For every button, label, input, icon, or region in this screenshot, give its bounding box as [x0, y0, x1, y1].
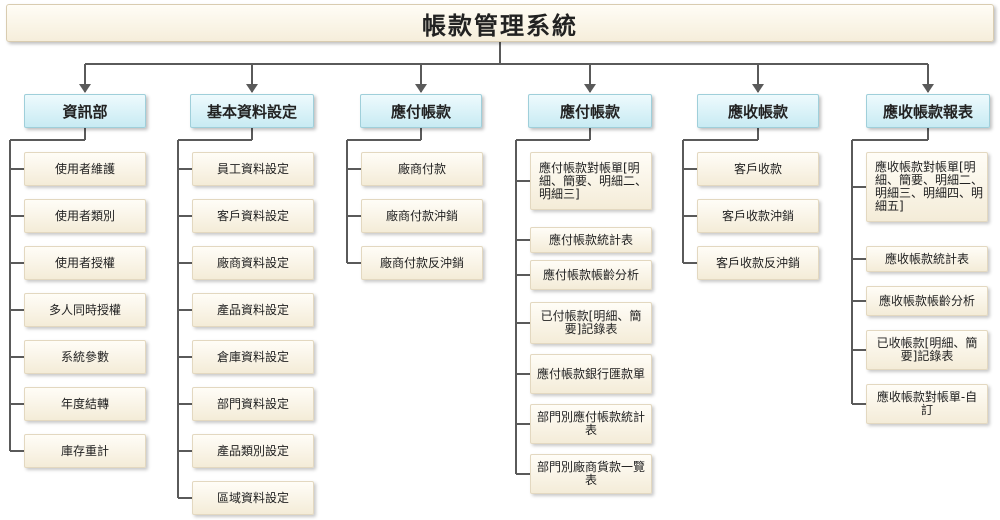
diagram-title: 帳款管理系統: [6, 4, 994, 42]
arrow-head: [584, 84, 596, 93]
function-item: 使用者授權: [24, 246, 146, 280]
column-header: 應收帳款報表: [866, 94, 990, 128]
function-item: 廠商付款反沖銷: [361, 246, 483, 280]
function-item: 應付帳款帳齡分析: [530, 260, 652, 290]
function-item: 應付帳款統計表: [530, 227, 652, 253]
function-item: 已付帳款[明細、簡要]記錄表: [530, 302, 652, 344]
arrow-head: [922, 84, 934, 93]
column-header: 應付帳款: [360, 94, 482, 128]
function-item: 倉庫資料設定: [192, 340, 314, 374]
arrow-head: [752, 84, 764, 93]
function-item: 部門資料設定: [192, 387, 314, 421]
function-item: 庫存重計: [24, 434, 146, 468]
arrow-head: [79, 84, 91, 93]
function-item: 廠商付款: [361, 152, 483, 186]
function-item: 使用者類別: [24, 199, 146, 233]
column-header: 基本資料設定: [190, 94, 314, 128]
function-item: 應收帳款統計表: [866, 246, 988, 272]
function-item: 年度結轉: [24, 387, 146, 421]
function-item: 產品類別設定: [192, 434, 314, 468]
function-item: 應收帳款帳齡分析: [866, 286, 988, 316]
function-item: 員工資料設定: [192, 152, 314, 186]
function-item: 部門別應付帳款統計表: [530, 404, 652, 444]
function-item: 廠商付款沖銷: [361, 199, 483, 233]
arrow-head: [246, 84, 258, 93]
function-item: 客戶收款沖銷: [697, 199, 819, 233]
function-item: 已收帳款[明細、簡要]記錄表: [866, 330, 988, 370]
function-item: 系統參數: [24, 340, 146, 374]
function-item: 應收帳款對帳單-自訂: [866, 384, 988, 424]
function-item: 客戶收款反沖銷: [697, 246, 819, 280]
function-item: 客戶收款: [697, 152, 819, 186]
function-item: 應付帳款對帳單[明細、簡要、明細二、明細三]: [530, 152, 652, 210]
function-item: 產品資料設定: [192, 293, 314, 327]
function-item: 區域資料設定: [192, 481, 314, 515]
function-item: 客戶資料設定: [192, 199, 314, 233]
function-item: 應收帳款對帳單[明細、簡要、明細二、明細三、明細四、明細五]: [866, 152, 988, 222]
column-header: 應收帳款: [697, 94, 819, 128]
function-item: 應付帳款銀行匯款單: [530, 354, 652, 394]
function-item: 廠商資料設定: [192, 246, 314, 280]
column-header: 應付帳款: [528, 94, 652, 128]
function-item: 多人同時授權: [24, 293, 146, 327]
arrow-head: [415, 84, 427, 93]
function-item: 使用者維護: [24, 152, 146, 186]
function-item: 部門別廠商貨款一覽表: [530, 454, 652, 494]
column-header: 資訊部: [24, 94, 146, 128]
